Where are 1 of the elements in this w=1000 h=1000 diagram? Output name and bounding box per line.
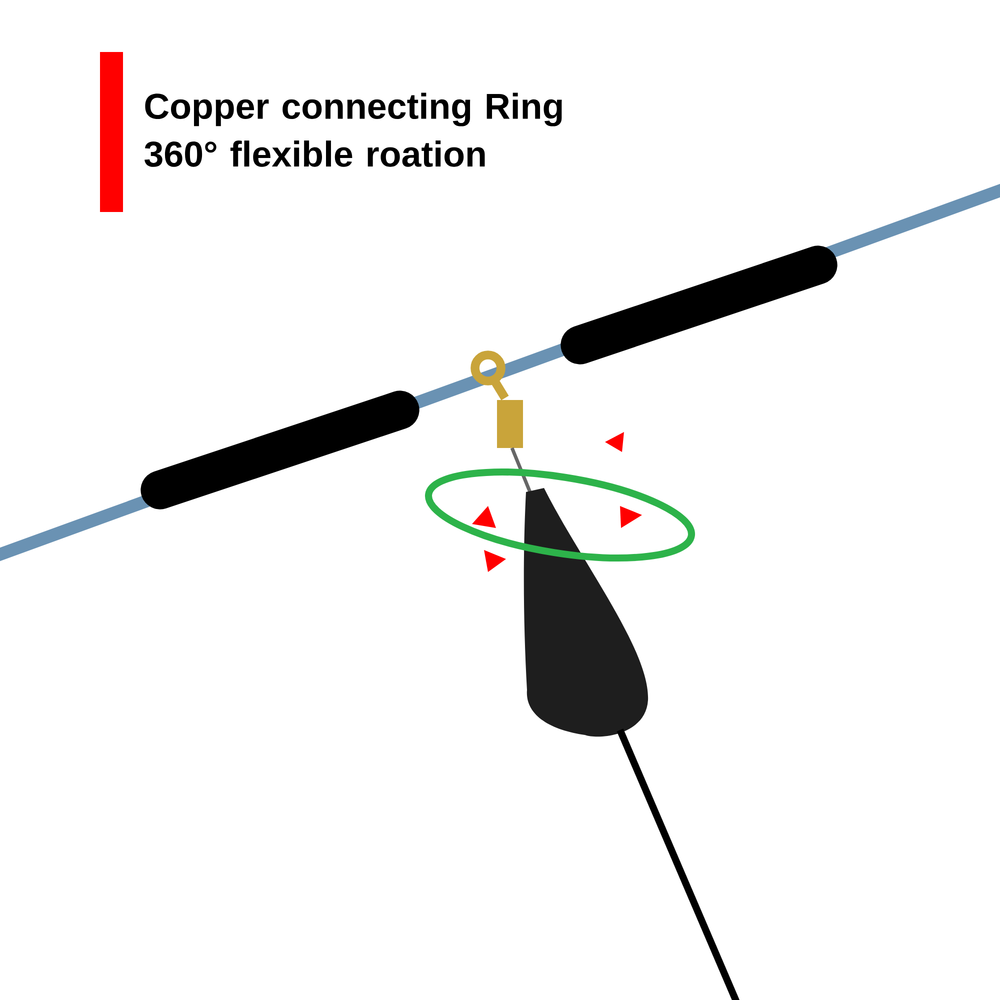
caption-text: Copper connecting Ring 360° flexible roation: [144, 92, 562, 167]
